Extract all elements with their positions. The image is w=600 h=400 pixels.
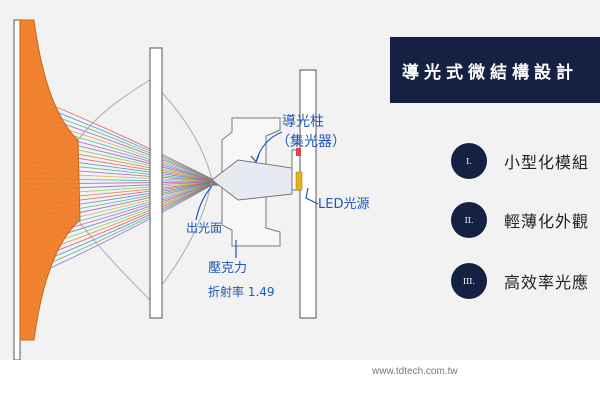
arrowhead-light-guide bbox=[250, 154, 260, 164]
feature-text: 小型化模組 bbox=[504, 153, 590, 172]
label-light-guide: 導光柱 bbox=[282, 114, 324, 130]
label-index: 折射率 1.49 bbox=[208, 284, 275, 299]
arrow-led bbox=[305, 187, 319, 205]
feature-item-1: I. 小型化模組 bbox=[451, 143, 589, 179]
arrow-exit-face bbox=[195, 185, 213, 221]
fresnel-lens bbox=[19, 19, 81, 341]
title-text: 導光式微結構設計 bbox=[402, 62, 578, 83]
outer-cover-plate bbox=[13, 19, 21, 361]
footer-bar bbox=[0, 360, 600, 400]
feature-item-3: III. 高效率光應 bbox=[451, 263, 589, 299]
numeral-badge: II. bbox=[451, 202, 487, 238]
label-collector: （集光器） bbox=[276, 133, 346, 150]
title-banner: 導光式微結構設計 bbox=[390, 37, 600, 103]
feature-text: 輕薄化外觀 bbox=[504, 212, 590, 231]
feature-item-2: II. 輕薄化外觀 bbox=[451, 202, 589, 238]
label-led: LED光源 bbox=[318, 197, 369, 212]
diffuser-plate bbox=[149, 47, 163, 319]
reflector-outline bbox=[77, 79, 213, 301]
website-label: www.tdtech.com.tw bbox=[372, 366, 458, 377]
numeral-badge: I. bbox=[451, 143, 487, 179]
led-pad bbox=[296, 148, 301, 156]
led-chip bbox=[295, 171, 303, 191]
led-board bbox=[299, 69, 317, 319]
numeral-badge: III. bbox=[451, 263, 487, 299]
label-exit-face: 出光面 bbox=[186, 221, 222, 235]
label-material: 壓克力 bbox=[208, 261, 247, 276]
feature-text: 高效率光應 bbox=[504, 273, 590, 292]
